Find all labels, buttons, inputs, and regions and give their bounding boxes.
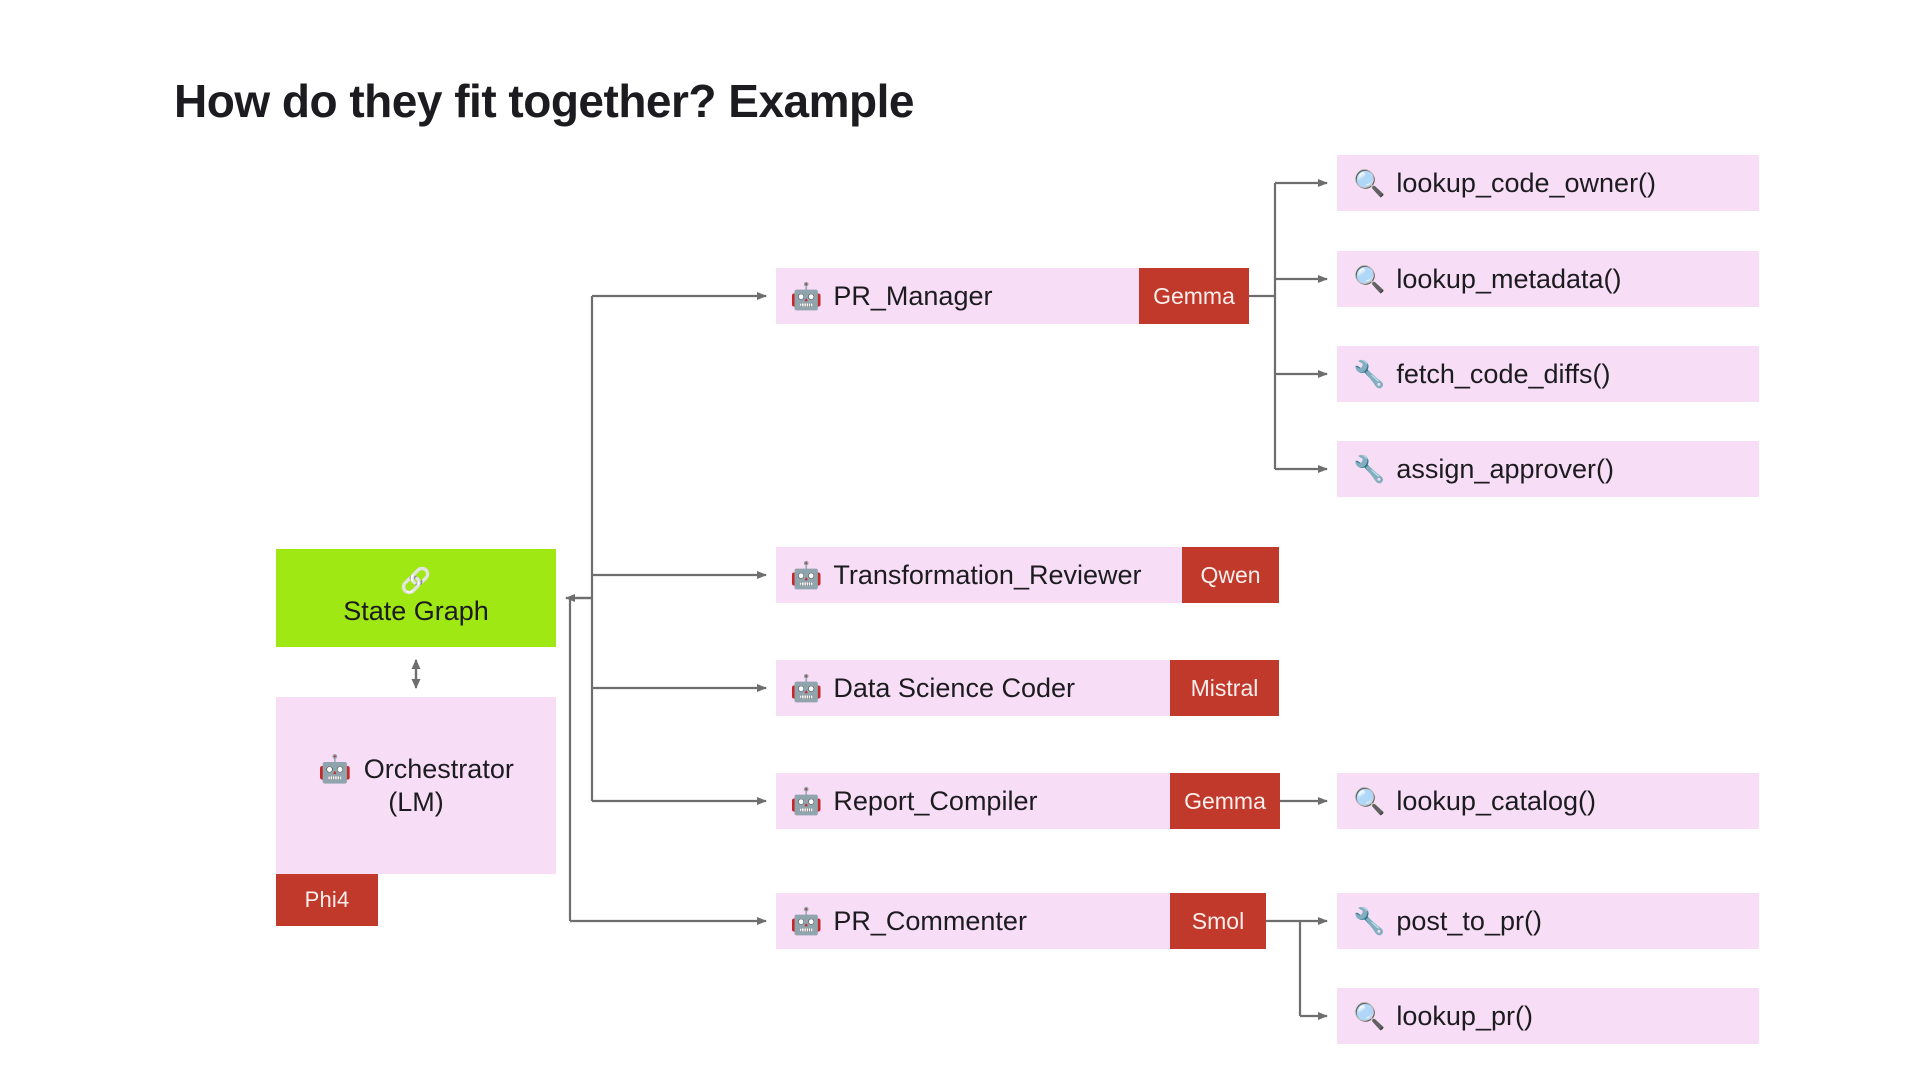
robot-icon: 🤖	[790, 560, 823, 590]
orchestrator-model-badge: Phi4	[276, 874, 378, 926]
tool-label: assign_approver()	[1396, 453, 1614, 484]
agent-node-pr-manager[interactable]: 🤖 PR_Manager	[776, 268, 1170, 324]
agent-node-report-compiler[interactable]: 🤖 Report_Compiler	[776, 773, 1170, 829]
link-icon: 🔗	[400, 567, 432, 595]
tool-node-lookup-pr[interactable]: 🔍 lookup_pr()	[1337, 988, 1759, 1044]
agent-model-badge-report-compiler: Gemma	[1170, 773, 1280, 829]
tool-label: lookup_metadata()	[1396, 263, 1622, 294]
agent-model-badge-data-science-coder: Mistral	[1170, 660, 1279, 716]
wrench-icon: 🔧	[1353, 454, 1386, 484]
magnifier-icon: 🔍	[1353, 1001, 1386, 1031]
magnifier-icon: 🔍	[1353, 786, 1386, 816]
robot-icon: 🤖	[790, 906, 823, 936]
magnifier-icon: 🔍	[1353, 168, 1386, 198]
tool-label: lookup_pr()	[1396, 1000, 1533, 1031]
agent-node-data-science-coder[interactable]: 🤖 Data Science Coder	[776, 660, 1170, 716]
agent-node-transformation-reviewer[interactable]: 🤖 Transformation_Reviewer	[776, 547, 1182, 603]
robot-icon: 🤖	[790, 786, 823, 816]
tool-node-post-to-pr[interactable]: 🔧 post_to_pr()	[1337, 893, 1759, 949]
tool-node-lookup-metadata[interactable]: 🔍 lookup_metadata()	[1337, 251, 1759, 307]
robot-icon: 🤖	[790, 673, 823, 703]
agent-model-badge-transformation-reviewer: Qwen	[1182, 547, 1279, 603]
orchestrator-label: Orchestrator	[363, 753, 514, 784]
tool-node-lookup-code-owner[interactable]: 🔍 lookup_code_owner()	[1337, 155, 1759, 211]
agent-label: Report_Compiler	[833, 785, 1038, 816]
orchestrator-sublabel: (LM)	[388, 787, 444, 817]
agent-label: Transformation_Reviewer	[833, 559, 1142, 590]
tool-label: post_to_pr()	[1396, 905, 1542, 936]
tool-label: lookup_catalog()	[1396, 785, 1597, 816]
agent-node-pr-commenter[interactable]: 🤖 PR_Commenter	[776, 893, 1170, 949]
tool-node-assign-approver[interactable]: 🔧 assign_approver()	[1337, 441, 1759, 497]
state-graph-label: State Graph	[343, 596, 489, 626]
tool-node-fetch-code-diffs[interactable]: 🔧 fetch_code_diffs()	[1337, 346, 1759, 402]
robot-icon: 🤖	[790, 281, 823, 311]
page-title: How do they fit together? Example	[174, 75, 915, 127]
agent-label: PR_Commenter	[833, 905, 1027, 936]
agent-model-badge-pr-manager: Gemma	[1139, 268, 1249, 324]
node-orchestrator[interactable]: 🤖 Orchestrator (LM)	[276, 697, 556, 874]
robot-icon: 🤖	[318, 754, 352, 784]
tool-label: lookup_code_owner()	[1396, 167, 1657, 198]
node-state-graph[interactable]: 🔗 State Graph	[276, 549, 556, 647]
agent-label: PR_Manager	[833, 280, 993, 311]
agent-model-badge-pr-commenter: Smol	[1170, 893, 1266, 949]
agent-label: Data Science Coder	[833, 672, 1076, 703]
tool-node-lookup-catalog[interactable]: 🔍 lookup_catalog()	[1337, 773, 1759, 829]
wrench-icon: 🔧	[1353, 359, 1386, 389]
orchestrator-title-row: 🤖 Orchestrator	[318, 753, 514, 785]
wrench-icon: 🔧	[1353, 906, 1386, 936]
magnifier-icon: 🔍	[1353, 264, 1386, 294]
tool-label: fetch_code_diffs()	[1396, 358, 1611, 389]
